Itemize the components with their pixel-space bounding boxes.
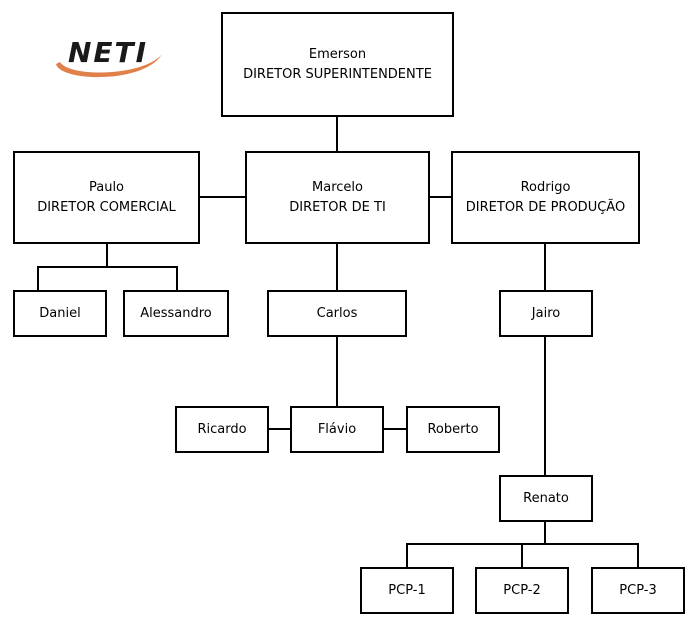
connector-line <box>37 266 178 268</box>
connector-line <box>637 543 639 568</box>
connector-line <box>199 196 247 198</box>
node-pcp1: PCP-1 <box>360 567 454 614</box>
connector-line <box>429 196 453 198</box>
node-pcp3: PCP-3 <box>591 567 685 614</box>
node-name: Jairo <box>531 305 561 321</box>
node-name: Roberto <box>427 421 479 437</box>
node-name: Flávio <box>317 421 357 437</box>
connector-line <box>521 543 523 568</box>
connector-line <box>544 337 546 476</box>
node-marcelo: Marcelo DIRETOR DE TI <box>245 151 430 244</box>
node-daniel: Daniel <box>13 290 107 337</box>
node-paulo: Paulo DIRETOR COMERCIAL <box>13 151 200 244</box>
node-roberto: Roberto <box>406 406 500 453</box>
node-title: DIRETOR SUPERINTENDENTE <box>243 66 432 82</box>
node-emerson: Emerson DIRETOR SUPERINTENDENTE <box>221 12 454 117</box>
node-name: PCP-2 <box>503 582 541 598</box>
connector-line <box>336 243 338 291</box>
node-rodrigo: Rodrigo DIRETOR DE PRODUÇÃO <box>451 151 640 244</box>
node-name: PCP-1 <box>388 582 426 598</box>
node-name: PCP-3 <box>619 582 657 598</box>
connector-line <box>336 116 338 153</box>
node-flavio: Flávio <box>290 406 384 453</box>
connector-line <box>267 428 292 430</box>
node-jairo: Jairo <box>499 290 593 337</box>
neti-logo: NETI <box>56 36 162 78</box>
node-pcp2: PCP-2 <box>475 567 569 614</box>
logo-text: NETI <box>68 36 148 69</box>
connector-line <box>544 520 546 544</box>
node-ricardo: Ricardo <box>175 406 269 453</box>
node-name: Ricardo <box>197 421 247 437</box>
node-alessandro: Alessandro <box>123 290 229 337</box>
node-name: Rodrigo <box>520 179 571 195</box>
connector-line <box>176 266 178 292</box>
connector-line <box>336 337 338 407</box>
node-name: Renato <box>523 490 569 506</box>
node-name: Daniel <box>39 305 81 321</box>
node-name: Alessandro <box>140 305 212 321</box>
node-renato: Renato <box>499 475 593 522</box>
node-carlos: Carlos <box>267 290 407 337</box>
connector-line <box>544 243 546 291</box>
node-title: DIRETOR DE TI <box>289 199 386 215</box>
connector-line <box>37 266 39 292</box>
node-title: DIRETOR DE PRODUÇÃO <box>465 199 626 215</box>
logo-swoosh <box>56 54 162 78</box>
connector-line <box>382 428 408 430</box>
node-name: Paulo <box>88 179 125 195</box>
node-name: Marcelo <box>312 179 363 195</box>
node-name: Emerson <box>308 46 367 62</box>
connector-line <box>406 543 408 568</box>
connector-line <box>106 243 108 268</box>
node-name: Carlos <box>316 305 358 321</box>
node-title: DIRETOR COMERCIAL <box>37 199 176 215</box>
